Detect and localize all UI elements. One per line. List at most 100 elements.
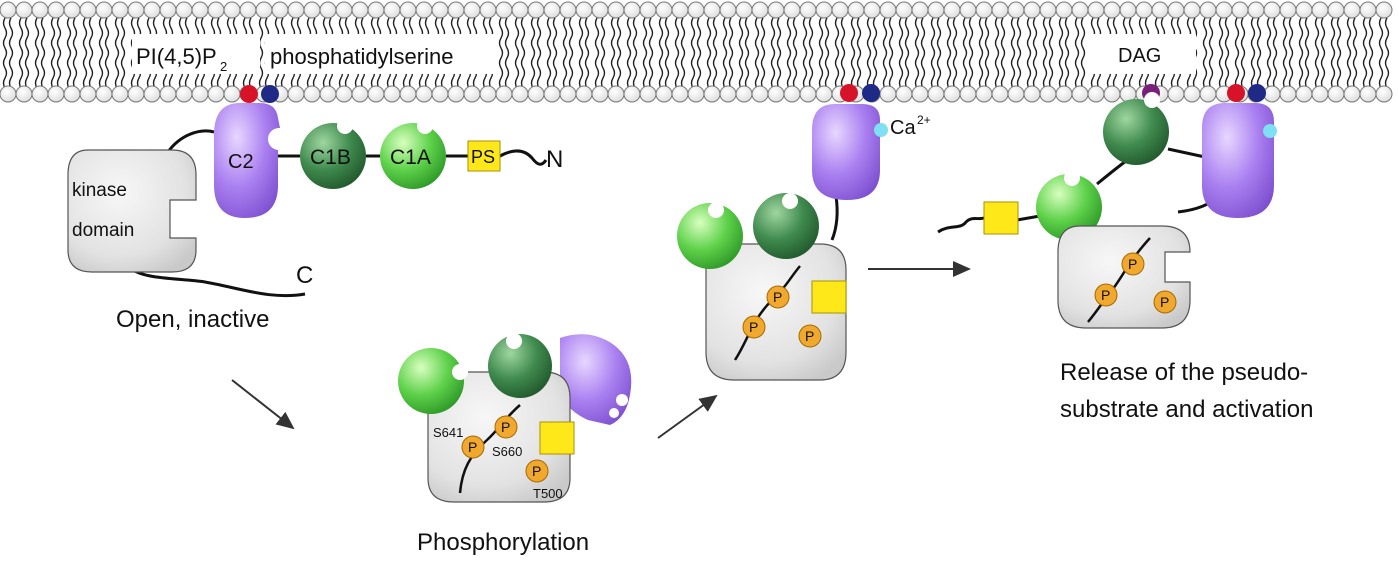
lipid-headgroup (1151, 1, 1169, 19)
lipid-headgroup (223, 1, 241, 19)
lipid-tail (824, 17, 830, 89)
lipid-headgroup (655, 1, 673, 19)
lipid-headgroup (255, 1, 273, 19)
lipid-headgroup (1055, 85, 1073, 103)
lipid-tail (1362, 17, 1368, 89)
lipid-headgroup (655, 85, 673, 103)
lipid-tail (802, 17, 808, 89)
lipid-tail (952, 17, 958, 89)
c1a-domain (677, 203, 743, 269)
lipid-tail (1368, 17, 1374, 89)
lipid-headgroup (447, 1, 465, 19)
lipid-headgroup (911, 1, 929, 19)
caption-open-inactive: Open, inactive (116, 306, 269, 333)
lipid-tail (706, 17, 712, 89)
lipid-tail (1384, 17, 1390, 89)
lipid-headgroup (639, 85, 657, 103)
phospho-site: P (742, 315, 766, 339)
lipid-headgroup (975, 85, 993, 103)
lipid-headgroup (1215, 1, 1233, 19)
lipid-headgroup (239, 1, 257, 19)
lipid-headgroup (15, 85, 33, 103)
lipid-headgroup (1199, 1, 1217, 19)
lipid-headgroup (1071, 1, 1089, 19)
lipid-headgroup (143, 85, 161, 103)
lipid-headgroup (207, 1, 225, 19)
lipid-headgroup (879, 1, 897, 19)
lipid-tail (1026, 17, 1032, 89)
lipid-headgroup (351, 85, 369, 103)
lipid-headgroup (783, 1, 801, 19)
lipid-headgroup (383, 85, 401, 103)
lipid-headgroup (1311, 85, 1329, 103)
lipid-headgroup (0, 1, 17, 19)
site-s641-label: S641 (433, 425, 463, 440)
phosphatidylserine-label: phosphatidylserine (265, 34, 497, 74)
lipid-headgroup (31, 1, 49, 19)
lipid-headgroup (1119, 1, 1137, 19)
lipid-tail (1224, 17, 1230, 89)
lipid-headgroup (1247, 1, 1265, 19)
lipid-headgroup (287, 1, 305, 19)
lipid-headgroup (543, 85, 561, 103)
svg-text:P: P (501, 419, 510, 435)
lipid-tail (1282, 17, 1288, 89)
lipid-tail (1074, 17, 1080, 89)
lipid-headgroup (895, 1, 913, 19)
lipid-headgroup (1295, 85, 1313, 103)
lipid-headgroup (1103, 1, 1121, 19)
lipid-headgroup (687, 1, 705, 19)
lipid-headgroup (399, 1, 417, 19)
lipid-headgroup (991, 85, 1009, 103)
lipid-headgroup (767, 1, 785, 19)
lipid-headgroup (767, 85, 785, 103)
lipid-tail (856, 17, 862, 89)
lipid-headgroup (1007, 85, 1025, 103)
lipid-tail (1330, 17, 1336, 89)
lipid-tail (946, 17, 952, 89)
lipid-headgroup (95, 1, 113, 19)
lipid-tail (1336, 17, 1342, 89)
lipid-headgroup (319, 85, 337, 103)
lipid-tail (818, 17, 824, 89)
lipid-tail (690, 17, 696, 89)
lipid-tail (712, 17, 718, 89)
c1a-domain (1036, 174, 1102, 240)
lipid-headgroup (527, 1, 545, 19)
lipid-headgroup (591, 85, 609, 103)
lipid-tail (760, 17, 766, 89)
lipid-headgroup (1263, 1, 1281, 19)
lipid-headgroup (511, 1, 529, 19)
lipid-tail (530, 17, 536, 89)
lipid-headgroup (671, 85, 689, 103)
lipid-tail (626, 17, 632, 89)
phospho-site: P (798, 324, 822, 348)
c1b-domain (753, 193, 819, 259)
lipid-headgroup (0, 85, 17, 103)
lipid-tail (568, 17, 574, 89)
lipid-tail (552, 17, 558, 89)
phospho-site: P (525, 459, 549, 483)
lipid-headgroup (159, 1, 177, 19)
lipid-headgroup (1343, 85, 1361, 103)
pseudosubstrate (539, 421, 575, 455)
stage-membrane-recruitment: Ca 2+ P P P (677, 104, 931, 381)
lipid-tail (40, 17, 46, 89)
lipid-headgroup (1103, 85, 1121, 103)
lipid-headgroup (1295, 1, 1313, 19)
lipid-headgroup (1039, 85, 1057, 103)
lipid-tail (34, 17, 40, 89)
lipid-tail (770, 17, 776, 89)
lipid-headgroup (607, 85, 625, 103)
lipid-headgroup (95, 85, 113, 103)
lipid-headgroup (31, 85, 49, 103)
svg-text:P: P (1128, 256, 1137, 272)
lipid-headgroup (1375, 1, 1393, 19)
lipid-headgroup (191, 85, 209, 103)
lipid-headgroup (127, 85, 145, 103)
lipid-headgroup (1055, 1, 1073, 19)
lipid-tail (1256, 17, 1262, 89)
lipid-tail (1234, 17, 1240, 89)
lipid-tail (50, 17, 56, 89)
lipid-headgroup (207, 85, 225, 103)
